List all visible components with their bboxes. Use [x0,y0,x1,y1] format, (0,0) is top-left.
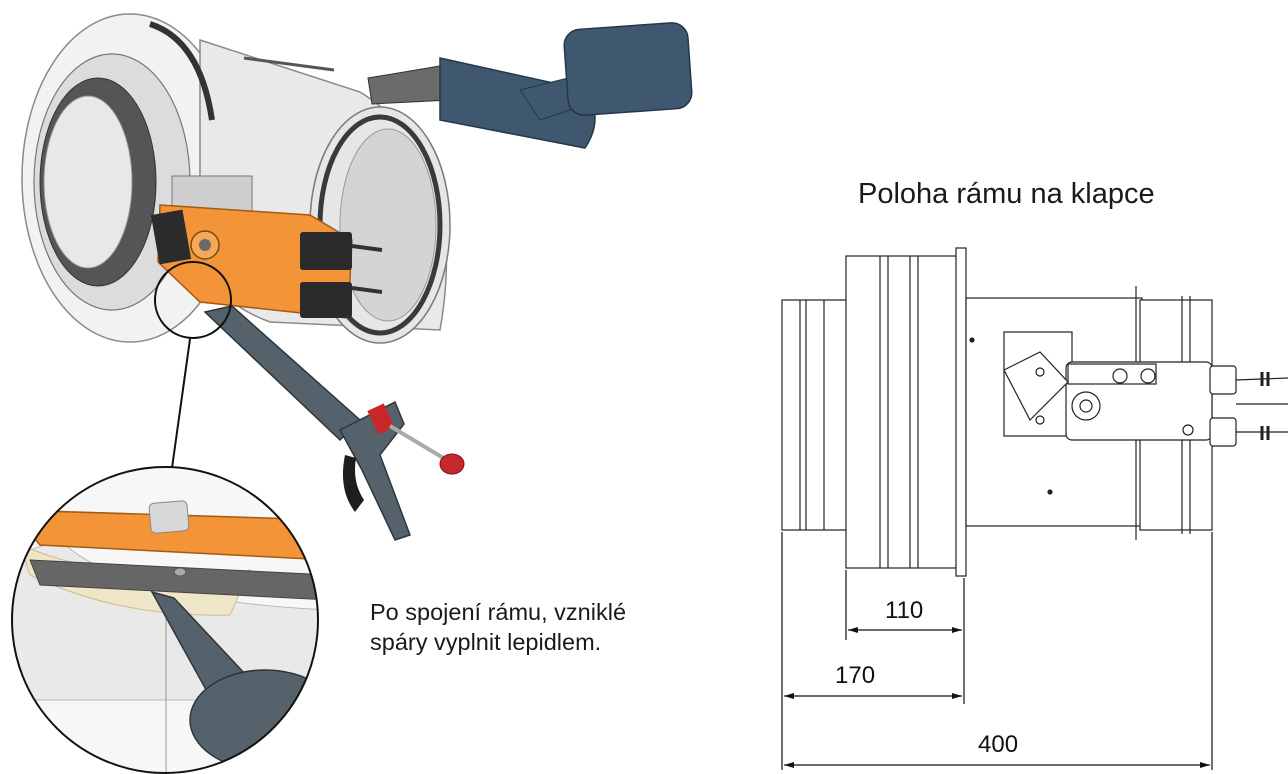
dim-400-label: 400 [978,731,1019,758]
zoom-frame [11,466,319,774]
caulking-gun [203,305,465,541]
damper-3d-illustration [21,13,693,541]
spigot-inner [339,128,437,322]
detail-marker-circle [154,261,232,339]
drill-tool [367,22,693,149]
instruction-line-1: Po spojení rámu, vzniklé [370,599,627,625]
dim-170-label: 170 [835,662,876,689]
detail-leader-line [171,338,191,469]
flange-stripe [149,21,215,121]
actuator-plan [1003,331,1288,447]
zoom-detail [11,466,319,774]
left-spigot [781,299,849,531]
flange-opening [43,95,133,269]
instruction-line-2: spáry vyplnit lepidlem. [370,629,602,655]
frame-flange [845,255,965,569]
dim-110-label: 110 [885,597,924,624]
sealing-instruction: Po spojení rámu, vzniklé spáry vyplnit l… [370,597,626,657]
damper-elevation-drawing [781,247,1288,577]
actuator [150,204,383,319]
rivet-pin [243,56,335,72]
frame-position-title: Poloha rámu na klapce [858,178,1155,210]
dimension-lines [781,532,1213,770]
